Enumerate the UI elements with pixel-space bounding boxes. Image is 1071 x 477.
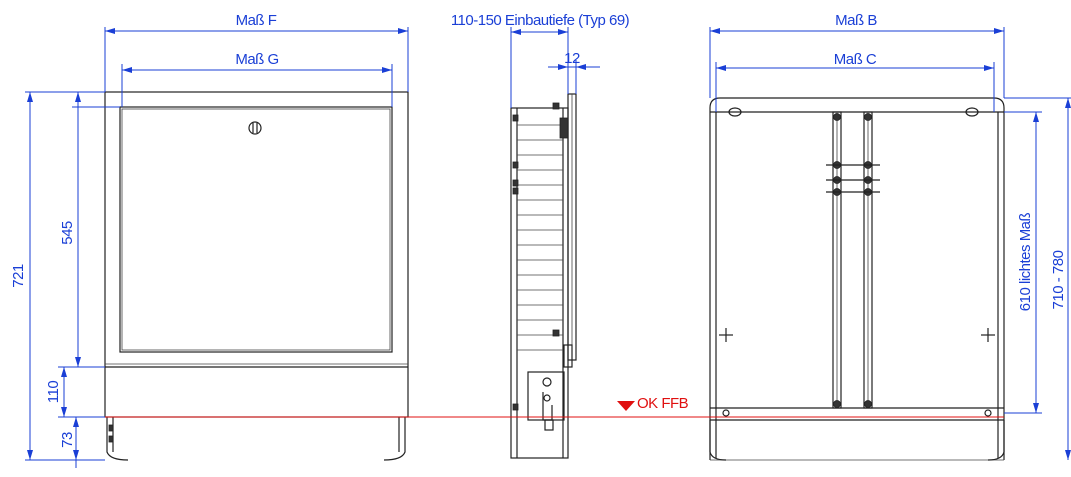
side-view — [510, 93, 577, 459]
label-range: 710 - 780 — [1050, 250, 1067, 309]
label-mass-b: Maß B — [835, 12, 877, 29]
label-depth: 110-150 Einbautiefe (Typ 69) — [451, 12, 630, 29]
label-lichtes: 610 lichtes Maß — [1017, 212, 1034, 311]
label-545: 545 — [59, 221, 76, 245]
dimension-mass-c: Maß C — [715, 51, 995, 112]
dimension-545: 545 — [59, 92, 120, 368]
lock-icon — [248, 121, 262, 135]
dimension-depth: 110-150 Einbautiefe (Typ 69) — [451, 12, 630, 108]
dimension-721: 721 — [10, 91, 105, 461]
label-ok-ffb: OK FFB — [637, 395, 689, 412]
dimension-mass-g: Maß G — [121, 51, 393, 107]
label-721: 721 — [10, 264, 27, 288]
dimension-range: 710 - 780 — [1004, 97, 1071, 460]
front-feet — [106, 417, 406, 461]
rear-view — [709, 97, 1005, 461]
dimension-lichtes: 610 lichtes Maß — [1004, 111, 1042, 414]
label-mass-c: Maß C — [834, 51, 877, 68]
side-body — [510, 107, 569, 459]
label-73: 73 — [59, 432, 76, 448]
dimension-mass-b: Maß B — [709, 12, 1005, 98]
label-mass-f: Maß F — [236, 12, 277, 29]
side-bars — [517, 124, 563, 351]
floor-line: OK FFB — [105, 395, 1004, 418]
dimension-mass-f: Maß F — [104, 12, 409, 92]
dimension-73: 73 — [58, 417, 105, 468]
rear-crossbars — [826, 164, 880, 193]
floor-marker-icon — [617, 401, 635, 411]
rear-mounts — [719, 107, 995, 417]
rear-frame — [709, 97, 1005, 460]
dimension-110: 110 — [45, 366, 105, 418]
rear-rails — [832, 111, 873, 409]
label-110: 110 — [45, 381, 62, 404]
front-frame — [104, 91, 409, 418]
front-view — [104, 91, 409, 461]
dimension-12: 12 — [548, 50, 600, 94]
label-12: 12 — [564, 50, 580, 67]
rear-fixings — [833, 113, 872, 408]
side-fixings — [512, 102, 569, 411]
front-door — [119, 106, 393, 353]
side-bottom-hardware — [527, 344, 573, 431]
label-mass-g: Maß G — [235, 51, 278, 68]
